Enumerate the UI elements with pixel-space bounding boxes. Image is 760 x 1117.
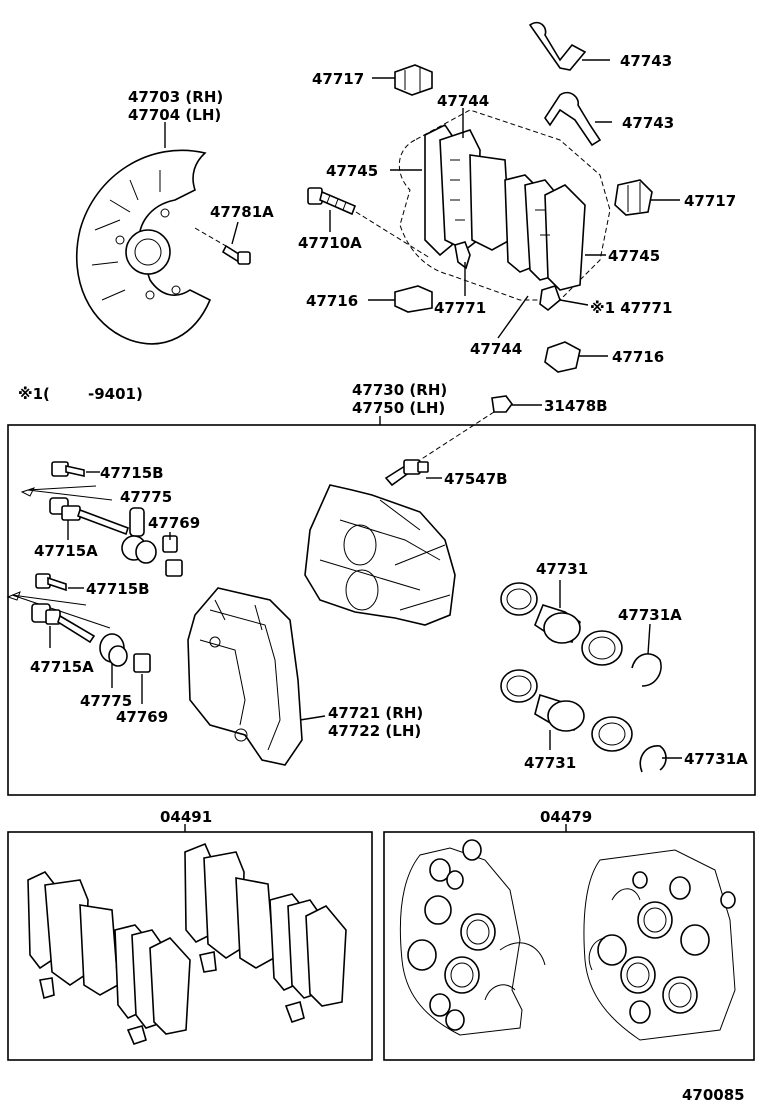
pad-kit-illustration [27,842,347,1045]
seal-kit-box [383,831,755,1061]
anti-squeal-spring-2-illustration [544,91,602,147]
label-pad-support-plate-right: 47717 [684,192,736,210]
pad-guide-right-illustration [544,341,581,373]
dashed-leader-bleeder-cap [419,411,495,461]
footnote-mark: ※1( [18,385,50,403]
slide-bushing-1b-illustration [165,559,183,577]
label-seal-kit: 04479 [540,808,592,826]
bleeder-plug-illustration [384,459,429,487]
label-mounting-lh: 47722 (LH) [328,722,421,740]
pad-group-outline [398,109,611,301]
label-slide-pin-1: 47715A [34,542,98,560]
piston-seals-illustration [500,582,667,773]
label-dust-cover-rh: 47703 (RH) [128,88,223,106]
slide-pin-2-illustration [31,603,96,644]
pad-guide-left-illustration [394,285,433,313]
label-mounting-rh: 47721 (RH) [328,704,423,722]
brake-pads-illustration [424,123,586,291]
slide-bolt-1-illustration [51,461,85,477]
label-slide-bolt-2: 47715B [86,580,150,598]
pad-support-plate-right-illustration [614,179,653,216]
slide-boot-2-illustration [99,633,128,667]
footnote-value: -9401) [88,385,143,403]
caliper-body-illustration [304,484,456,626]
label-anti-squeal-spring-2: 47743 [622,114,674,132]
seal-kit-illustration [399,839,736,1041]
mounting-bolt-illustration [307,187,357,216]
leader-pad-bottom [497,295,529,339]
label-slide-pin-2: 47715A [30,658,94,676]
label-bleeder-plug: 47547B [444,470,508,488]
label-wear-indicator-center: 47771 [434,299,486,317]
label-piston-ring-1: 47731A [618,606,682,624]
label-wear-indicator-right: ※1 47771 [590,299,672,317]
slide-bolt-2-illustration [35,573,67,592]
label-anti-squeal-spring-1: 47743 [620,52,672,70]
label-slide-bolt-1: 47715B [100,464,164,482]
arrow-slide-group-2 [6,591,111,629]
dashed-leader-dust-cover-bolt [194,227,227,247]
label-pad-support-plate-top: 47717 [312,70,364,88]
label-pad-top: 47744 [437,92,489,110]
label-caliper-assy-lh: 47750 (LH) [352,399,445,417]
leader-wear-indicator-right [559,299,589,306]
label-pad-guide-left: 47716 [306,292,358,310]
label-piston-ring-2: 47731A [684,750,748,768]
label-dust-cover-lh: 47704 (LH) [128,106,221,124]
wear-indicator-center-illustration [454,241,471,270]
caliper-assy-box [7,424,756,796]
label-dust-cover-bolt: 47781A [210,203,274,221]
label-caliper-assy-rh: 47730 (RH) [352,381,447,399]
dashed-leader-mounting-bolt [355,211,431,259]
label-piston-2: 47731 [524,754,576,772]
pad-kit-box [7,831,373,1061]
label-piston-1: 47731 [536,560,588,578]
slide-bushing-2-illustration [133,653,151,673]
drawing-number: 470085 [682,1086,745,1104]
bleeder-cap-illustration [491,395,513,413]
label-pad-guide-right: 47716 [612,348,664,366]
label-slide-boot-1: 47775 [120,488,172,506]
label-slide-boot-2: 47775 [80,692,132,710]
slide-pin-1-illustration [49,497,130,536]
label-shim-left: 47745 [326,162,378,180]
leader-dust-cover-bolt [231,221,239,245]
wear-indicator-right-illustration [539,285,561,312]
slide-boot-1-illustration [121,507,157,564]
pad-support-plate-top-illustration [394,64,433,96]
dust-cover-bolt-illustration [221,244,251,265]
label-slide-bushing-2: 47769 [116,708,168,726]
label-shim-right: 47745 [608,247,660,265]
mounting-bracket-illustration [187,587,303,766]
dust-cover-illustration [76,149,212,345]
label-slide-bushing-1: 47769 [148,514,200,532]
leader-mounting [299,715,326,721]
label-pad-bottom: 47744 [470,340,522,358]
label-mounting-bolt: 47710A [298,234,362,252]
arrow-slide-boot-1 [20,485,113,501]
label-bleeder-cap: 31478B [544,397,608,415]
anti-squeal-spring-1-illustration [528,21,587,71]
leader-piston-ring-1 [647,623,651,655]
label-pad-kit: 04491 [160,808,212,826]
